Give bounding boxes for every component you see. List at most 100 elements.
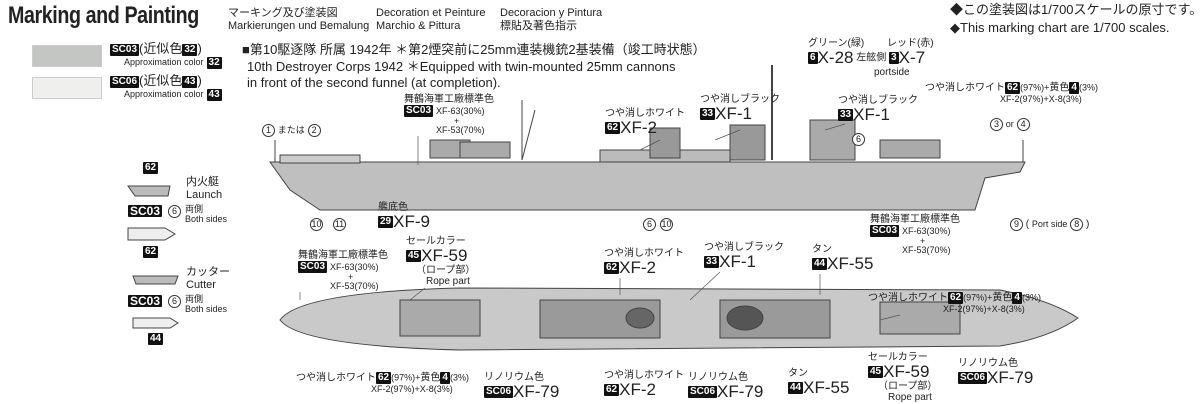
legend-close: ) — [197, 41, 202, 56]
decal-1-or-2: 1 または 2 — [262, 124, 321, 137]
paint-name: XF-59 — [421, 246, 468, 265]
mix-code2: 4 — [1069, 82, 1079, 94]
portside-jp: 左舷側 — [856, 52, 887, 64]
paint-name: XF-79 — [717, 382, 764, 401]
or-label: または — [277, 125, 305, 135]
callout-jp: つや消しホワイト — [605, 108, 685, 119]
decal-8: 8 — [1070, 218, 1084, 231]
paint-code: SC06 — [484, 386, 514, 398]
paint-name: XF-1 — [853, 105, 890, 124]
mix-2: XF-53(70%) — [330, 281, 379, 291]
mix-formula: XF-2(97%)+X-8(3%) — [1000, 94, 1082, 104]
paint-name: XF-79 — [987, 368, 1034, 387]
description-en-1: 10th Destroyer Corps 1942 ＊Equipped with… — [247, 59, 676, 74]
decal-10: 10 — [660, 218, 673, 231]
cutter-bottom-code: 44 — [148, 333, 164, 345]
both-jp: 両側 — [185, 294, 204, 304]
mix-code2: 4 — [1012, 292, 1022, 304]
callout-note-en: Rope part — [888, 392, 932, 403]
decal-9-8: 9 ( Port side 8 ) — [1010, 218, 1089, 231]
mix-1: XF-63(30%) — [436, 105, 485, 116]
mix-formula: XF-2(97%)+X-8(3%) — [943, 304, 1025, 314]
paint-code: SC06 — [688, 386, 718, 398]
decal-3: 3 — [990, 118, 1003, 131]
callout-note-en: Rope part — [426, 276, 470, 287]
callout-jp: つや消しブラック — [700, 94, 780, 105]
top-view-ship — [279, 287, 1079, 351]
scale-note-en: ◆This marking chart are 1/700 scales. — [950, 20, 1170, 35]
launch-boat — [127, 185, 176, 241]
mix-plus: + — [454, 116, 460, 126]
title-fr: Decoration et Peinture — [376, 7, 486, 19]
color-number: 43 — [206, 88, 222, 101]
paint-code: SC03 — [110, 43, 140, 56]
red-paint: X-7 — [898, 48, 926, 67]
color-number: 43 — [182, 75, 198, 88]
legend-jp: (近似色 — [139, 41, 183, 56]
or-label: or — [1005, 119, 1014, 129]
port-side-label: Port side — [1031, 219, 1068, 229]
paint-name: XF-79 — [513, 382, 560, 401]
legend-close: ) — [197, 73, 202, 88]
paint-name: XF-2 — [619, 380, 656, 399]
green-jp: グリーン(緑) — [808, 38, 865, 49]
mix-p2: (3%) — [1021, 292, 1041, 303]
paint-code: 33 — [838, 109, 854, 121]
paint-code: 33 — [704, 256, 720, 268]
paint-code: 45 — [868, 366, 884, 378]
mix-plus: + — [920, 236, 926, 246]
mix-1: XF-63(30%) — [902, 225, 951, 236]
paint-code: SC03 — [404, 105, 434, 117]
mix-2: XF-53(70%) — [902, 245, 951, 255]
paint-code: SC06 — [958, 372, 988, 384]
mix-2: XF-53(70%) — [436, 125, 485, 135]
title-cn: 標貼及著色指示 — [500, 20, 577, 32]
paint-name: XF-59 — [883, 362, 930, 381]
mix-code: 62 — [376, 372, 392, 384]
decal-6: 6 — [643, 218, 656, 231]
paint-code: 62 — [604, 262, 620, 274]
color-swatch — [32, 44, 102, 67]
paint-code: 29 — [378, 216, 394, 228]
green-code: 6 — [808, 52, 818, 64]
decal-6: 6 — [852, 133, 865, 146]
callout-jp: リノリウム色 — [688, 372, 748, 383]
launch-code: SC03 — [128, 204, 163, 218]
callout-jp: つや消しブラック — [838, 95, 918, 106]
title-it: Marchio & Pittura — [376, 20, 461, 32]
callout-jp: 舞鶴海軍工廠標準色 — [298, 250, 388, 261]
mix-jp: つや消しホワイト — [868, 292, 948, 304]
paint-code: 62 — [605, 122, 621, 134]
decal-10: 10 — [310, 218, 323, 231]
side-view-ship — [269, 65, 1026, 211]
green-paint: X-28 — [817, 48, 854, 67]
launch-en: Launch — [186, 189, 223, 201]
mix-jp: つや消しホワイト — [925, 82, 1005, 94]
